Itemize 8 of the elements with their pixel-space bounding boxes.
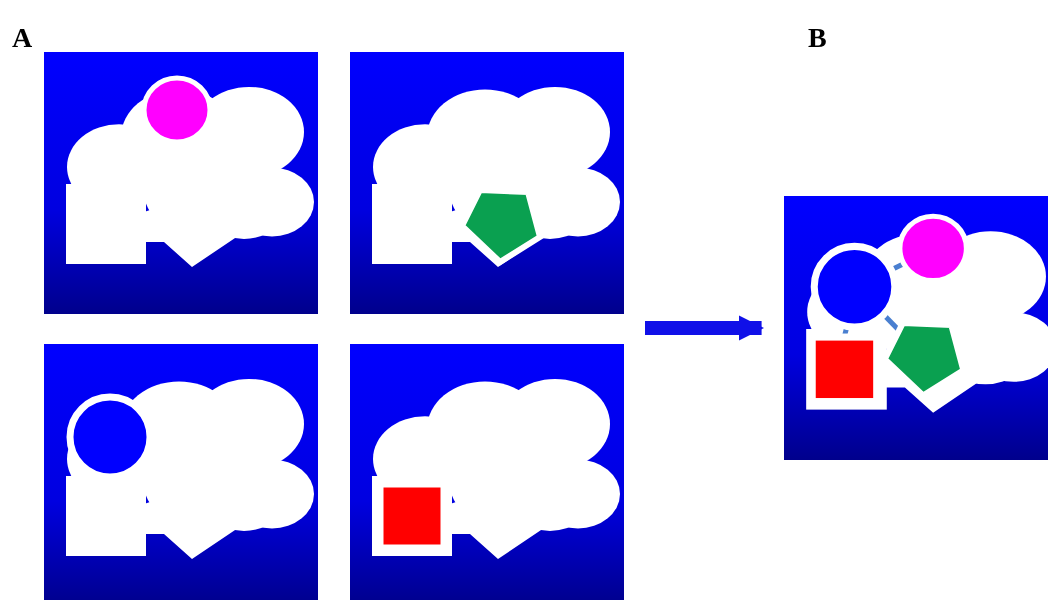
panel-label: A: [12, 24, 33, 52]
puzzle-panel-drawing: [350, 344, 624, 600]
panel-label: B: [808, 24, 827, 52]
puzzle-panel-drawing: [350, 52, 624, 314]
puzzle-panel-drawing: [44, 344, 318, 600]
puzzle-panel-drawing: [784, 196, 1048, 460]
arrow: [645, 315, 765, 341]
puzzle-panel-drawing: [44, 52, 318, 314]
